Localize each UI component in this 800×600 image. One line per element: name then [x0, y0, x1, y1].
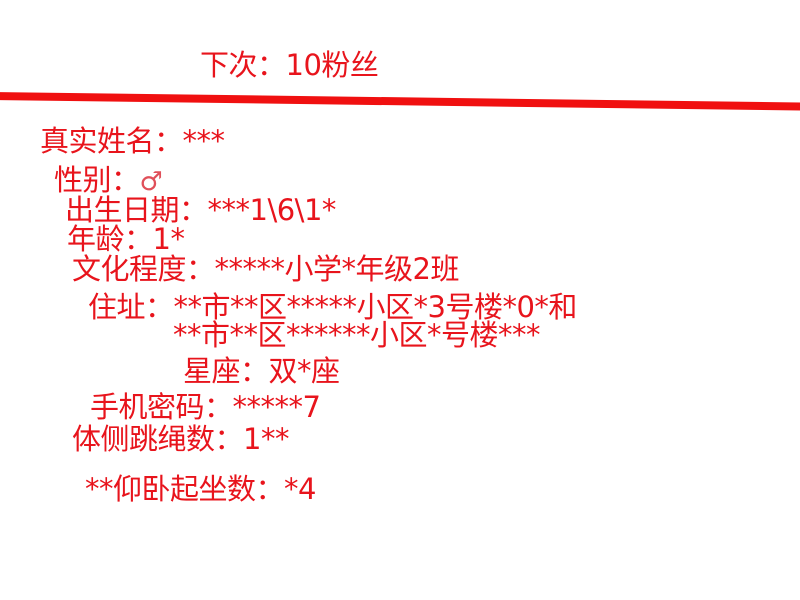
birthday-field: 出生日期：***1\6\1* [65, 193, 336, 227]
gender-label: 性别： [54, 163, 140, 197]
phone-password-field: 手机密码：*****7 [90, 390, 321, 424]
gender-field: 性别：♂ [54, 163, 163, 199]
real-name-field: 真实姓名：*** [40, 124, 225, 158]
divider-line [0, 92, 800, 111]
situps-field: **仰卧起坐数：*4 [85, 472, 316, 506]
age-field: 年龄：1* [67, 222, 185, 256]
education-field: 文化程度：*****小学*年级2班 [72, 252, 459, 286]
address-line-2: **市**区******小区*号楼*** [173, 318, 541, 352]
jump-rope-field: 体侧跳绳数：1** [72, 422, 289, 456]
male-symbol-icon: ♂ [139, 167, 163, 197]
zodiac-field: 星座：双*座 [183, 354, 340, 388]
next-milestone-text: 下次：10粉丝 [200, 48, 379, 82]
address-line-1: 住址：**市**区*****小区*3号楼*0*和 [88, 290, 577, 324]
